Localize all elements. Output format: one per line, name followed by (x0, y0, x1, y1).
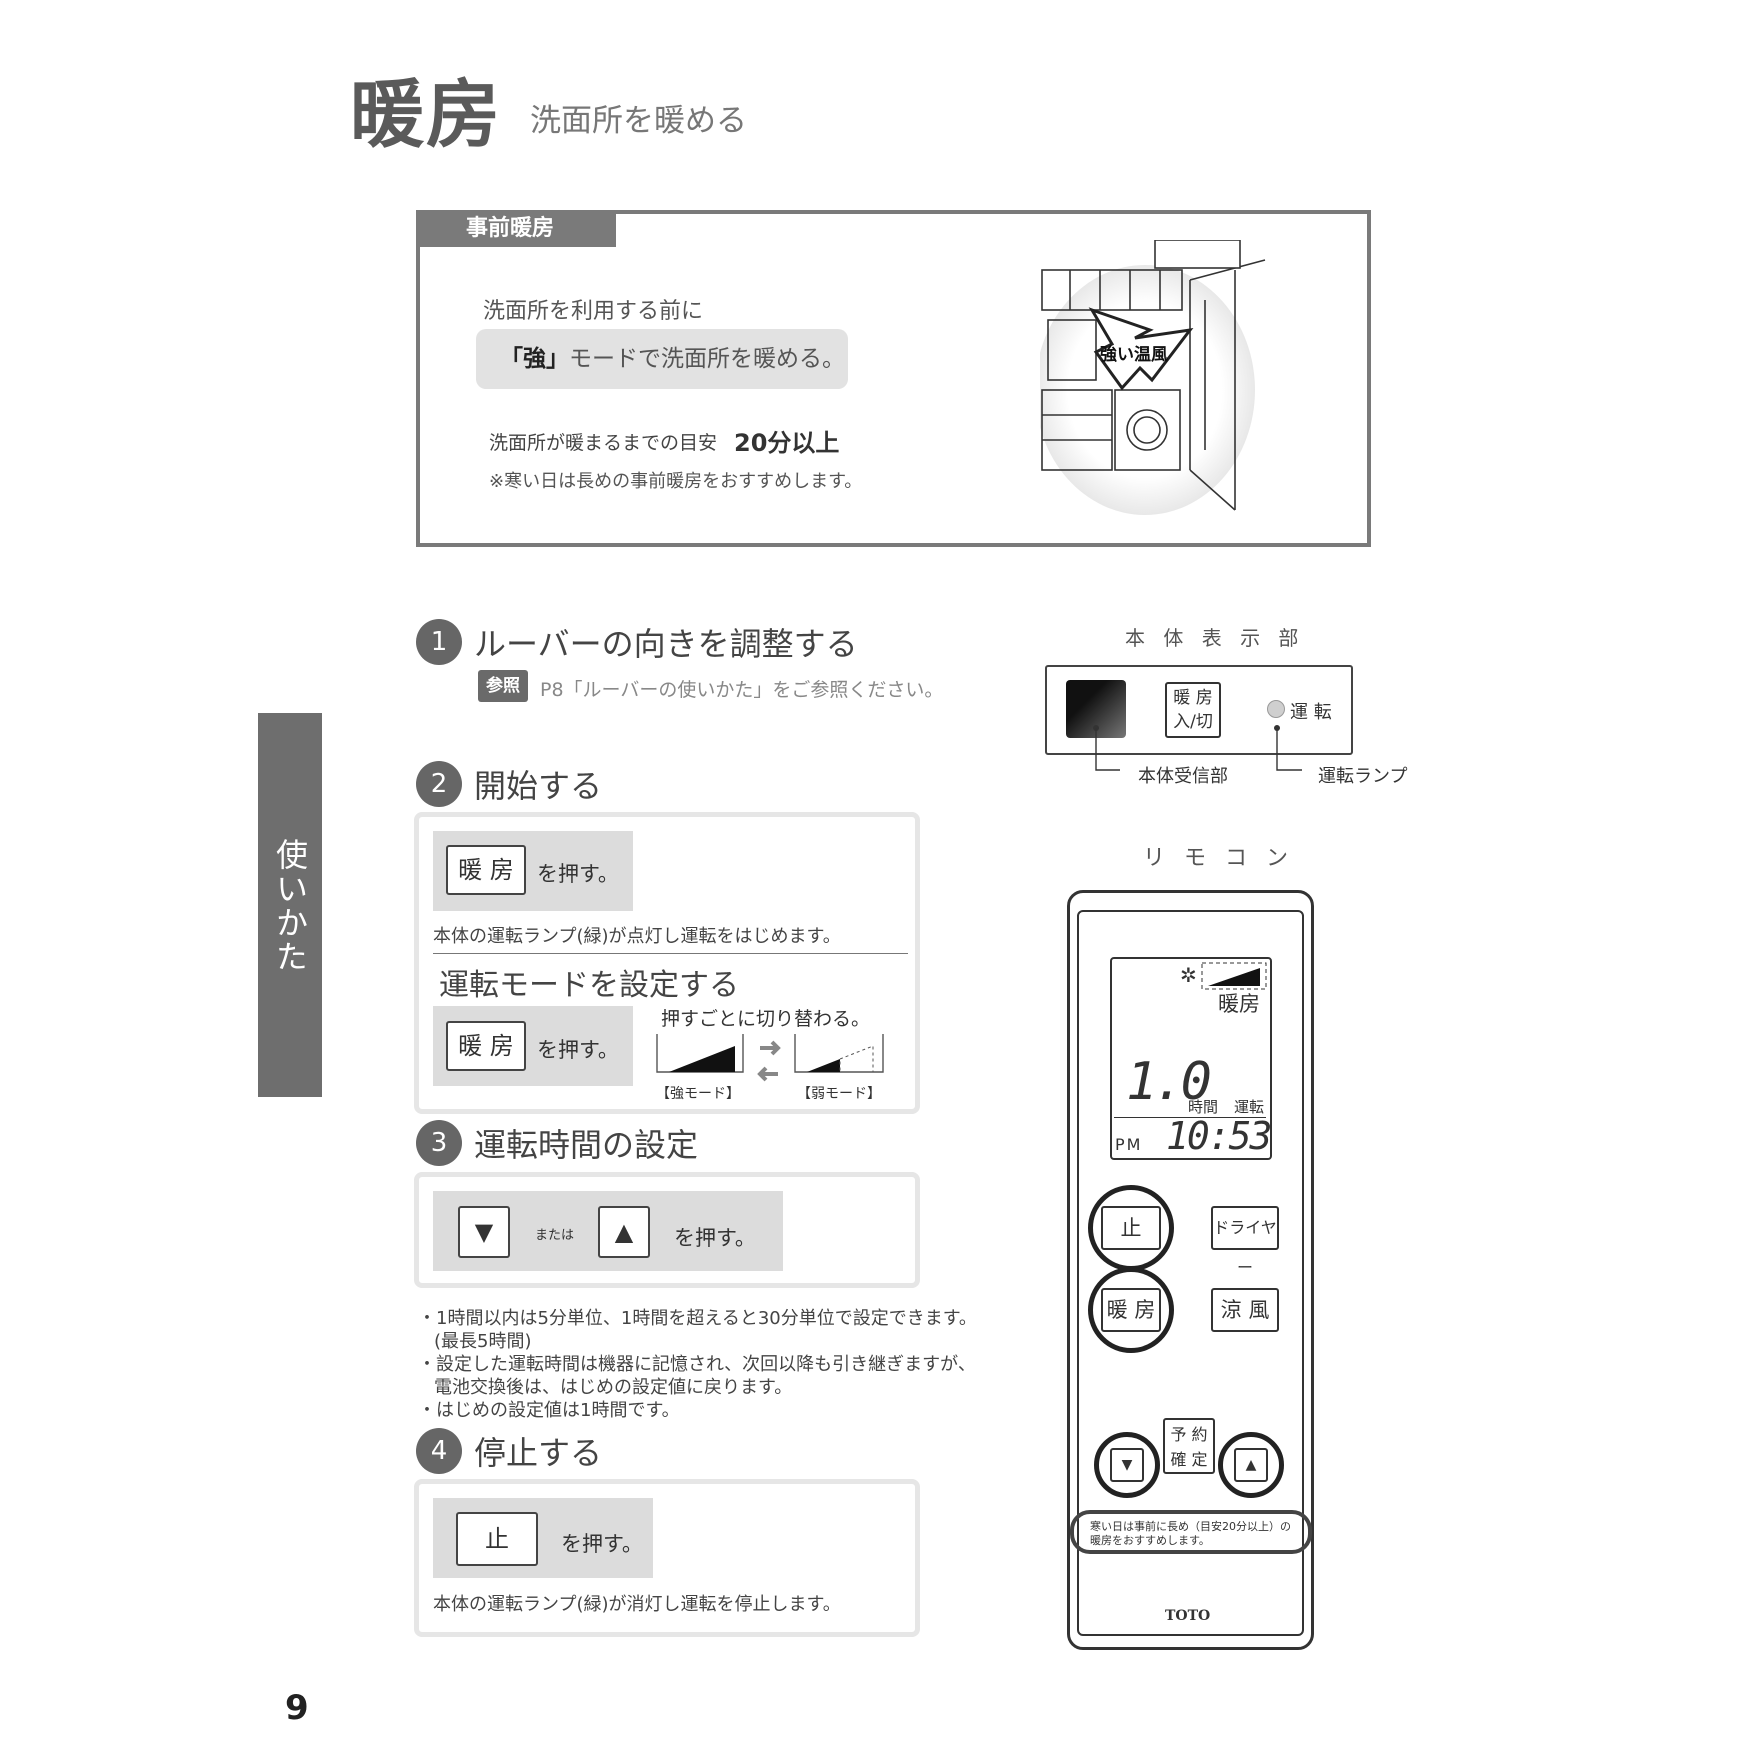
step3-number: 3 (416, 1120, 462, 1166)
reserve-line1: 予 約 (1170, 1425, 1208, 1444)
mode-icons (656, 1034, 884, 1082)
body-heat-button-line1: 暖 房 (1173, 688, 1213, 708)
down-key: ▼ (458, 1206, 510, 1258)
strong-mode-icon (669, 1046, 735, 1072)
down-button-highlight (1094, 1432, 1160, 1498)
step3-note-5: ・はじめの設定値は1時間です。 (418, 1400, 680, 1421)
page-subtitle: 洗面所を暖める (530, 103, 747, 139)
remote-up-button[interactable]: ▲ (1234, 1448, 1268, 1482)
arrow-left-icon (757, 1066, 778, 1082)
run-lamp-icon (1267, 700, 1285, 718)
stop-key: 止 (456, 1512, 538, 1566)
heat-key-mode: 暖 房 (446, 1021, 526, 1071)
preheat-guide-label: 洗面所が暖まるまでの目安 (489, 432, 718, 454)
side-tab: 使いかた (258, 713, 322, 1097)
step2-press: を押す。 (537, 862, 619, 886)
step4-title: 停止する (474, 1434, 603, 1472)
callout-lines (1093, 725, 1302, 771)
step1-number: 1 (416, 619, 462, 665)
up-key: ▲ (598, 1206, 650, 1258)
remote-note: 寒い日は事前に長め（目安20分以上）の暖房をおすすめします。 (1070, 1510, 1312, 1554)
run-lamp-label: 運転ランプ (1318, 766, 1408, 787)
lcd-divider (1114, 1117, 1266, 1118)
weak-mode-icon (807, 1059, 840, 1072)
step2-title: 開始する (474, 767, 603, 805)
washroom-illustration: 強い温風 (1040, 240, 1266, 515)
lcd-time-unit: 時間 (1188, 1098, 1219, 1116)
preheat-mode-strong: 「強」 (500, 346, 569, 372)
remote-stop-button[interactable]: 止 (1101, 1206, 1161, 1250)
step1-reference-text: P8「ルーバーの使いかた」をご参照ください。 (540, 679, 944, 701)
step1-title: ルーバーの向きを調整する (474, 625, 858, 663)
step2-desc: 本体の運転ランプ(緑)が点灯し運転をはじめます。 (433, 926, 841, 947)
lcd-time-value: 1.0 (1126, 1052, 1212, 1112)
step3-note-3: ・設定した運転時間は機器に記憶され、次回以降も引き継ぎますが、 (418, 1354, 976, 1375)
toggle-note: 押すごとに切り替わる。 (661, 1008, 871, 1030)
weak-mode-label: 【弱モード】 (797, 1086, 881, 1102)
body-display-label: 本 体 表 示 部 (1125, 626, 1305, 650)
lcd-level-icon: ✲ (1180, 962, 1267, 990)
remote-lcd (1110, 957, 1272, 1160)
step4-press: を押す。 (561, 1532, 643, 1556)
preheat-note: ※寒い日は長めの事前暖房をおすすめします。 (489, 471, 863, 492)
heat-button-highlight (1088, 1267, 1174, 1353)
preheat-box (416, 210, 1371, 547)
remote-cool-button[interactable]: 涼 風 (1211, 1288, 1279, 1332)
remote-note-line1: 寒い日は事前に長め（目安20分以上）の (1090, 1520, 1291, 1533)
warm-air-label: 強い温風 (1100, 344, 1168, 365)
side-tab-label: 使いかた (271, 838, 309, 974)
lcd-run: 運転 (1234, 1098, 1265, 1116)
preheat-tab: 事前暖房 (416, 210, 616, 247)
mode-press: を押す。 (537, 1038, 619, 1062)
svg-text:✲: ✲ (1180, 963, 1197, 987)
body-heat-button-line2: 入/切 (1173, 712, 1213, 732)
receiver-label: 本体受信部 (1138, 766, 1228, 787)
step3-note-2: (最長5時間) (434, 1331, 532, 1352)
page-number: 9 (285, 1688, 309, 1728)
remote-label: リ モ コ ン (1143, 846, 1294, 871)
step3-note-4: 電池交換後は、はじめの設定値に戻ります。 (434, 1377, 793, 1398)
step4-number: 4 (416, 1428, 462, 1474)
remote-inner-frame (1077, 910, 1304, 1636)
preheat-guide-value: 20分以上 (734, 429, 840, 457)
reserve-line2: 確 定 (1170, 1450, 1208, 1469)
body-display-panel (1045, 665, 1353, 755)
preheat-line1: 洗面所を利用する前に (483, 299, 704, 324)
preheat-mode-pill: 「強」モードで洗面所を暖める。 (476, 329, 848, 389)
remote-reserve-button[interactable]: 予 約確 定 (1163, 1418, 1215, 1474)
lcd-ampm: PM (1115, 1135, 1143, 1154)
lcd-mode: 暖房 (1218, 992, 1260, 1016)
reference-badge: 参照 (478, 670, 528, 702)
heat-key: 暖 房 (446, 845, 526, 895)
lcd-clock: 10:53 (1166, 1114, 1272, 1158)
remote-note-line2: 暖房をおすすめします。 (1090, 1534, 1210, 1547)
step2-number: 2 (416, 761, 462, 807)
remote-dryer-button[interactable]: ドライヤー (1211, 1206, 1279, 1277)
run-lamp-text: 運 転 (1290, 702, 1332, 723)
preheat-mode-rest: モードで洗面所を暖める。 (569, 346, 845, 372)
step3-title: 運転時間の設定 (474, 1126, 699, 1164)
step4-desc: 本体の運転ランプ(緑)が消灯し運転を停止します。 (433, 1594, 841, 1615)
step3-note-1: ・1時間以内は5分単位、1時間を超えると30分単位で設定できます。 (418, 1308, 977, 1329)
remote-down-button[interactable]: ▼ (1110, 1448, 1144, 1482)
brand-logo: TOTO (1165, 1608, 1211, 1624)
step2-divider (433, 953, 908, 954)
or-label: または (535, 1228, 575, 1243)
arrow-right-icon (760, 1040, 781, 1056)
remote-heat-button[interactable]: 暖 房 (1101, 1288, 1161, 1332)
page-title: 暖房 (350, 72, 502, 158)
mode-set-title: 運転モードを設定する (439, 968, 739, 1003)
body-heat-button[interactable]: 暖 房入/切 (1165, 682, 1221, 738)
up-button-highlight (1218, 1432, 1284, 1498)
strong-mode-label: 【強モード】 (656, 1086, 740, 1102)
step3-press: を押す。 (674, 1226, 756, 1250)
